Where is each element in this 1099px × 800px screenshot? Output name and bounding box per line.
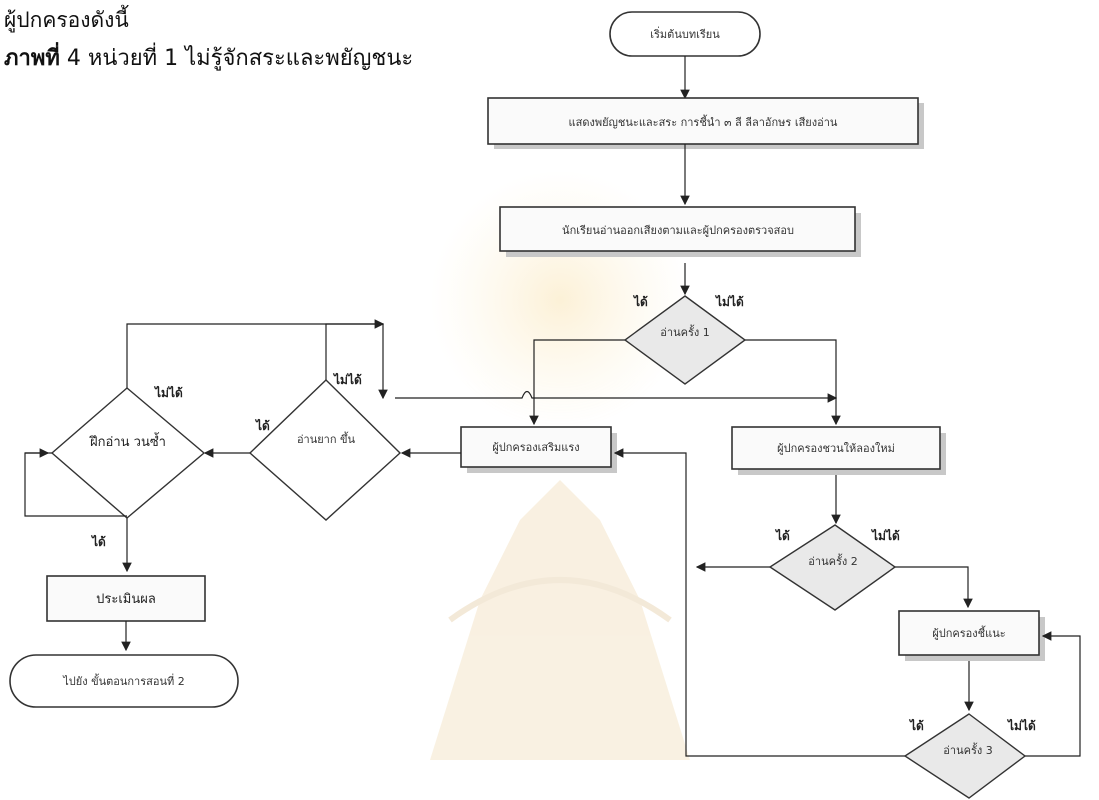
evaluate-node: ประเมินผล: [46, 575, 206, 622]
retry-node: ผู้ปกครองชวนให้ลองใหม่: [731, 426, 946, 475]
practice-yes-label: ได้: [90, 534, 106, 549]
decision3-node: อ่านครั้ง 3: [903, 713, 1027, 799]
decision1-no-label: ไม่ได้: [714, 294, 744, 309]
decision2-label: อ่านครั้ง 2: [808, 553, 857, 568]
decision2-yes-label: ได้: [774, 528, 790, 543]
start-label: เริ่มต้นบทเรียน: [650, 26, 720, 41]
edge-decision2-guide: [895, 566, 973, 609]
practice-node: ฝึกอ่าน วนซ้ำ: [50, 387, 206, 519]
practice-label: ฝึกอ่าน วนซ้ำ: [88, 432, 166, 450]
praise-label: ผู้ปกครองเสริมแรง: [492, 441, 579, 454]
figure-caption: ภาพที่ 4 หน่วยที่ 1 ไม่รู้จักสระและพยัญช…: [4, 40, 413, 75]
decision3-yes-label: ได้: [908, 718, 924, 733]
edge-decision3-loop: [1025, 631, 1081, 757]
figure-caption-rest: 4 หน่วยที่ 1 ไม่รู้จักสระและพยัญชนะ: [59, 46, 414, 71]
edge-decision1-praise: [529, 339, 625, 426]
edge-decision3-praise: [613, 448, 905, 757]
next-lesson-label: ไปยัง ขั้นตอนการสอนที่ 2: [62, 673, 184, 688]
edge-decision1-retry: [745, 339, 841, 426]
evaluate-label: ประเมินผล: [96, 592, 156, 607]
decision1-label: อ่านครั้ง 1: [660, 324, 709, 339]
read-harder-no-label: ไม่ได้: [332, 372, 362, 387]
guide-node: ผู้ปกครองชี้แนะ: [898, 610, 1045, 661]
decision3-label: อ่านครั้ง 3: [943, 742, 992, 757]
step2-label: นักเรียนอ่านออกเสียงตามและผู้ปกครองตรวจส…: [562, 224, 794, 237]
read-harder-yes-label: ได้: [254, 418, 270, 433]
read-harder-label: อ่านยาก ขึ้น: [297, 431, 356, 446]
read-harder-node: อ่านยาก ขึ้น: [248, 379, 402, 521]
decision2-node: อ่านครั้ง 2: [768, 524, 897, 611]
decision1-yes-label: ได้: [632, 294, 648, 309]
next-lesson-node: ไปยัง ขั้นตอนการสอนที่ 2: [9, 654, 239, 708]
figure-caption-bold: ภาพที่: [4, 46, 60, 71]
edge-crossover: [395, 390, 838, 403]
edge-practice-toploop: [126, 319, 385, 388]
guide-label: ผู้ปกครองชี้แนะ: [932, 625, 1005, 640]
intro-text: ผู้ปกครองดังนี้: [4, 8, 129, 32]
praise-node: ผู้ปกครองเสริมแรง: [460, 426, 617, 473]
step1-label: แสดงพยัญชนะและสระ การชี้นำ ๓ ลี ลีลาอักษ…: [569, 114, 838, 129]
decision2-no-label: ไม่ได้: [870, 528, 900, 543]
retry-label: ผู้ปกครองชวนให้ลองใหม่: [777, 442, 895, 455]
step1-node: แสดงพยัญชนะและสระ การชี้นำ ๓ ลี ลีลาอักษ…: [487, 97, 924, 149]
decision3-no-label: ไม่ได้: [1006, 718, 1036, 733]
decision1-node: อ่านครั้ง 1: [623, 295, 747, 385]
start-node: เริ่มต้นบทเรียน: [609, 11, 761, 57]
step2-node: นักเรียนอ่านออกเสียงตามและผู้ปกครองตรวจส…: [499, 206, 861, 257]
practice-no-label: ไม่ได้: [153, 385, 183, 400]
